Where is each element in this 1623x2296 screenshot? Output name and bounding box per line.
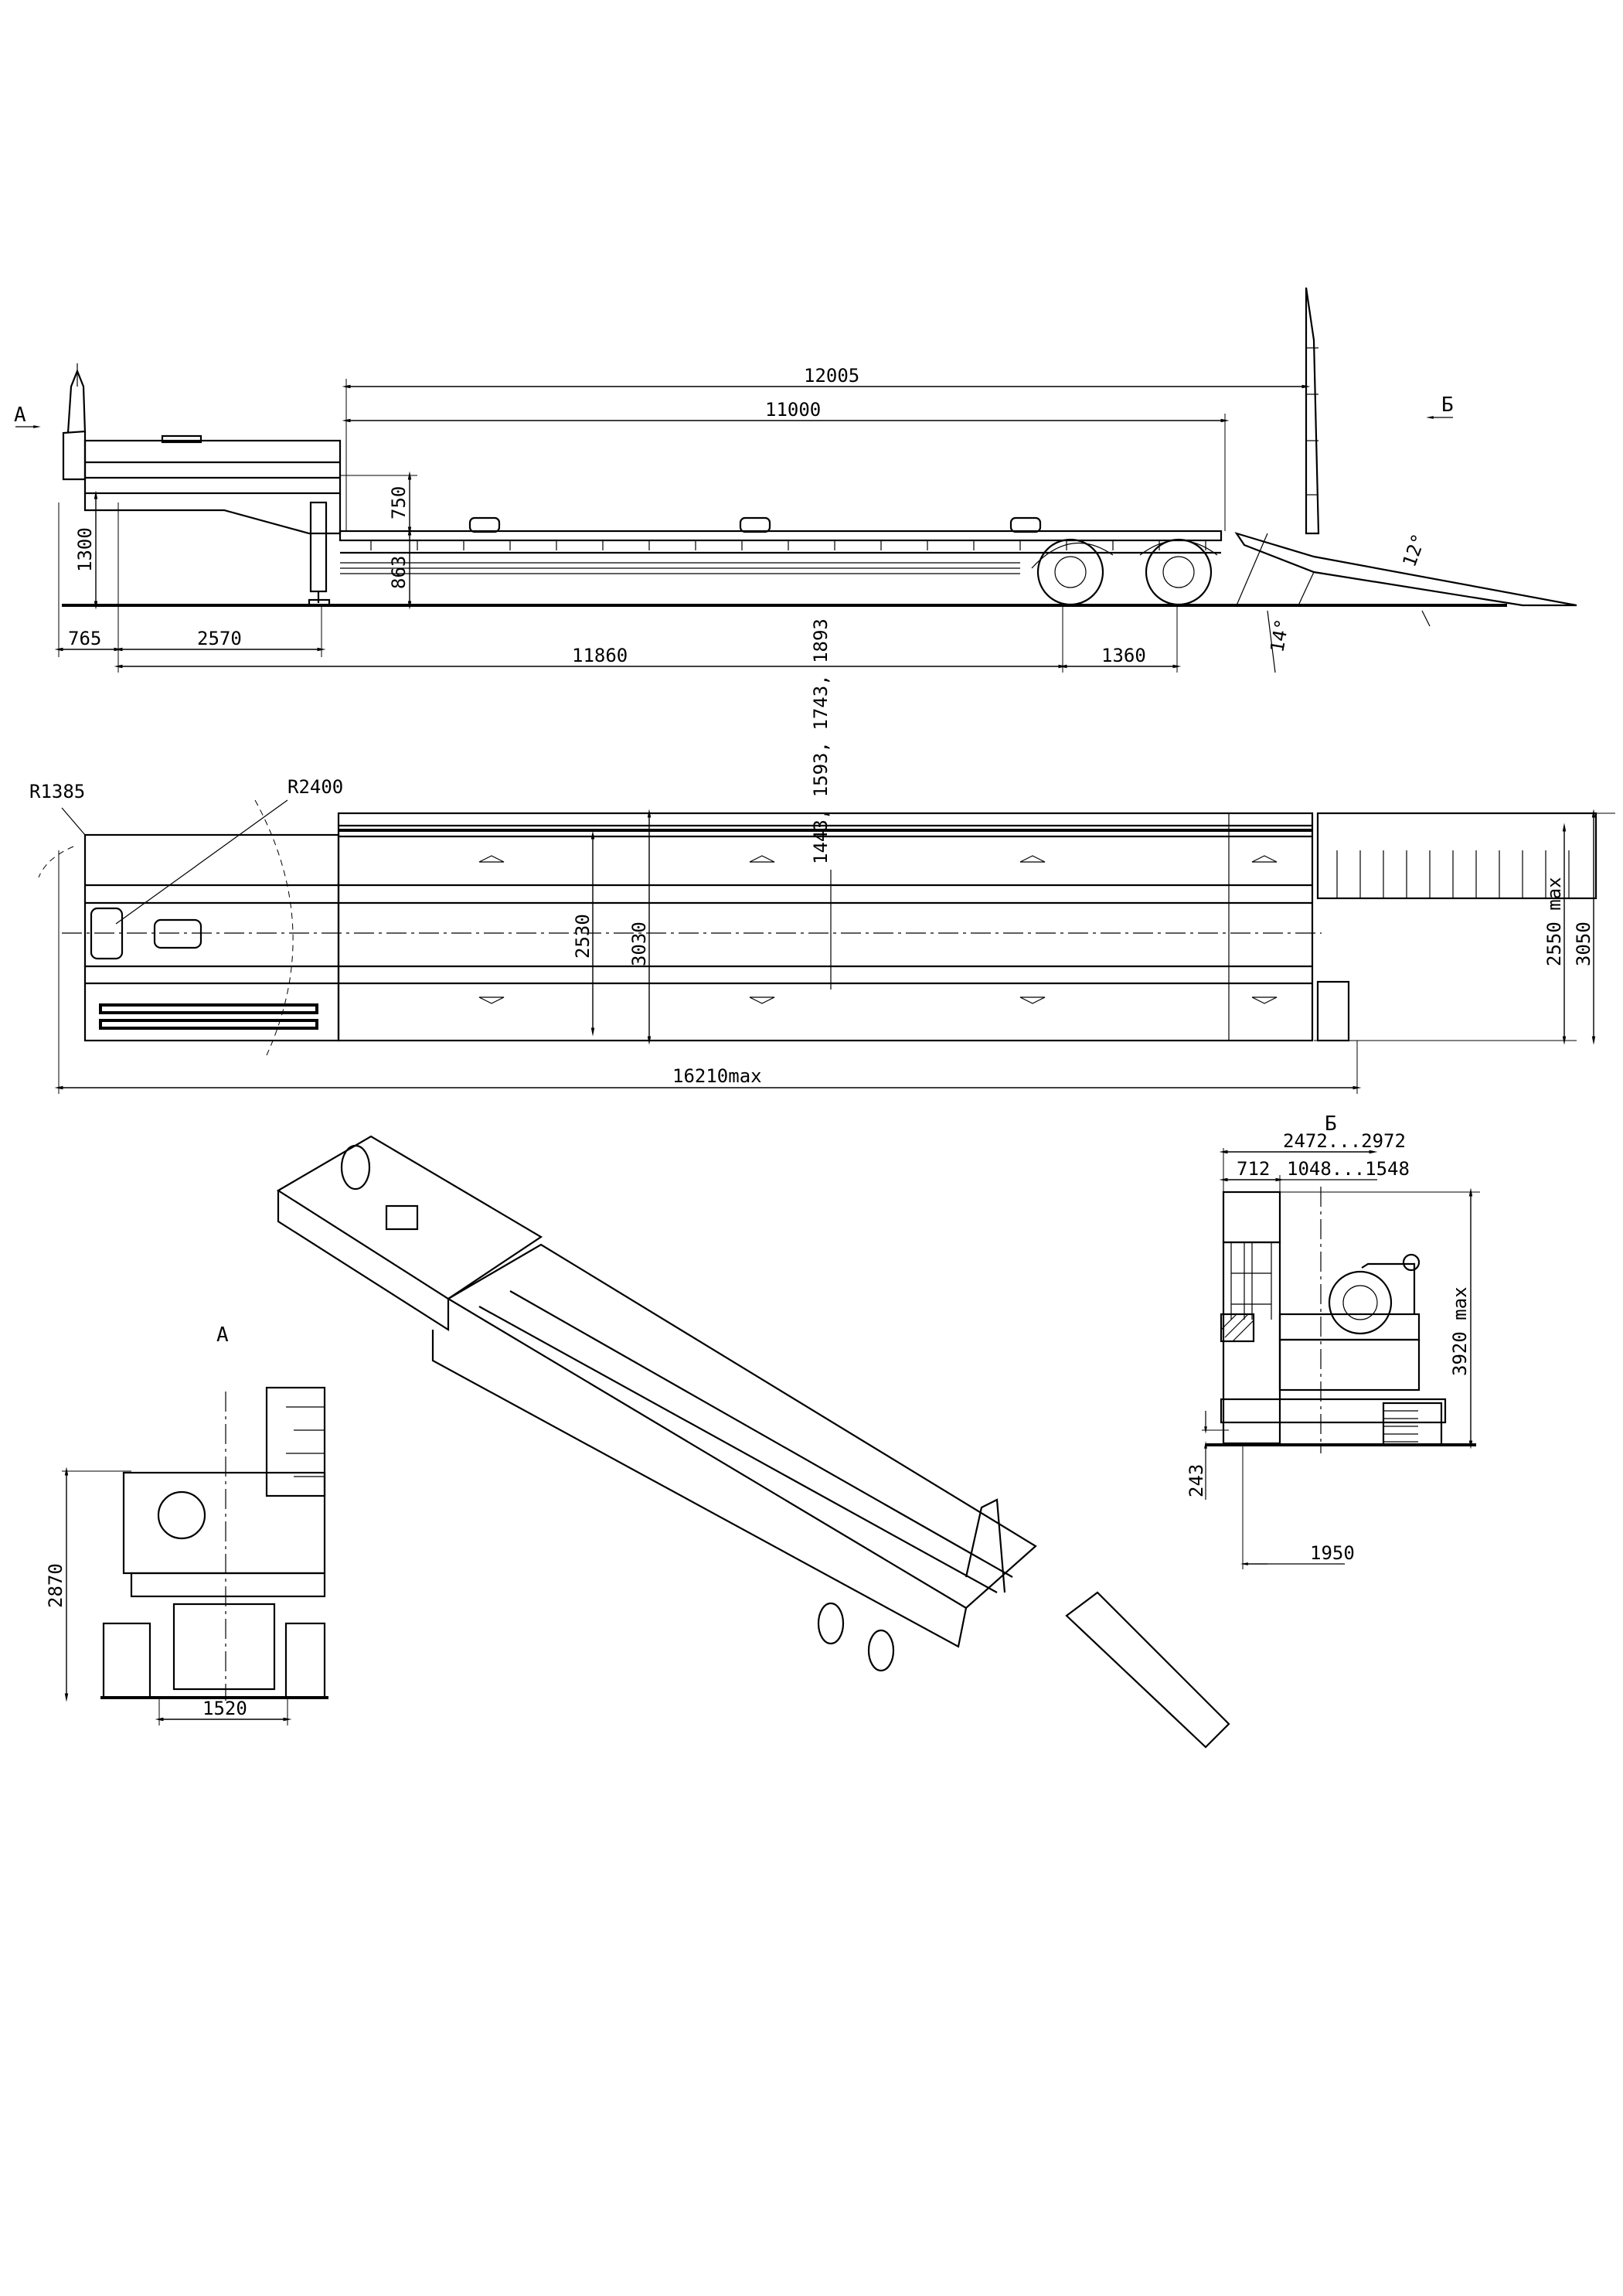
dim-r1385: R1385 <box>29 781 85 802</box>
dim-1520: 1520 <box>202 1698 247 1719</box>
ramp-plan <box>1316 812 1597 900</box>
landing-leg <box>308 501 331 607</box>
rear-ramp <box>1234 287 1577 607</box>
dim-11000: 11000 <box>765 399 821 421</box>
view-a-label: A <box>216 1323 229 1347</box>
dim-2870: 2870 <box>45 1563 66 1608</box>
side-view: 12005 11000 765 2570 11860 1360 1300 750… <box>14 287 1577 673</box>
dim-axle-positions: 1443, 1593, 1743, 1893 <box>810 618 832 864</box>
dim-11860: 11860 <box>572 645 628 666</box>
dim-1300: 1300 <box>74 527 96 572</box>
dim-2570: 2570 <box>197 628 242 649</box>
gooseneck-plan <box>83 833 340 1042</box>
ramp-rear <box>265 1386 326 1497</box>
deck-plan <box>337 812 1314 1042</box>
dim-863: 863 <box>388 556 410 589</box>
view-b-label: Б <box>1325 1112 1337 1136</box>
dim-3030: 3030 <box>628 921 650 966</box>
dim-1048-1548: 1048...1548 <box>1287 1158 1410 1180</box>
dim-1360: 1360 <box>1101 645 1146 666</box>
deck <box>339 516 1223 574</box>
dim-angle-12: 12° <box>1398 531 1430 570</box>
view-b: Б 2472...2972 712 1048...1548 3920 max 2… <box>1186 1112 1480 1569</box>
dim-2472-2972: 2472...2972 <box>1283 1130 1406 1152</box>
dim-r2400: R2400 <box>288 776 343 798</box>
plan-view: R1385 R2400 2530 3030 1443, 1593, 1743, … <box>29 618 1615 1094</box>
dim-3050: 3050 <box>1573 921 1594 966</box>
isometric-view <box>276 1135 1230 1749</box>
tandem-axle <box>1031 538 1218 606</box>
ramp-rear-b <box>1222 1191 1281 1244</box>
dim-3920-max: 3920 max <box>1449 1286 1471 1376</box>
dim-712: 712 <box>1237 1158 1270 1180</box>
dim-765: 765 <box>68 628 101 649</box>
dim-12005: 12005 <box>804 365 859 387</box>
gooseneck <box>62 363 342 535</box>
dim-2530: 2530 <box>572 914 594 959</box>
dim-243: 243 <box>1186 1464 1207 1497</box>
section-marker-a: A <box>14 404 26 427</box>
view-a: A 2870 1520 <box>45 1323 328 1725</box>
dim-2550-max: 2550 max <box>1543 877 1565 966</box>
dim-1950: 1950 <box>1310 1542 1355 1564</box>
dim-750: 750 <box>388 486 410 519</box>
dim-16210max: 16210max <box>672 1065 762 1087</box>
section-marker-b: Б <box>1441 393 1454 417</box>
